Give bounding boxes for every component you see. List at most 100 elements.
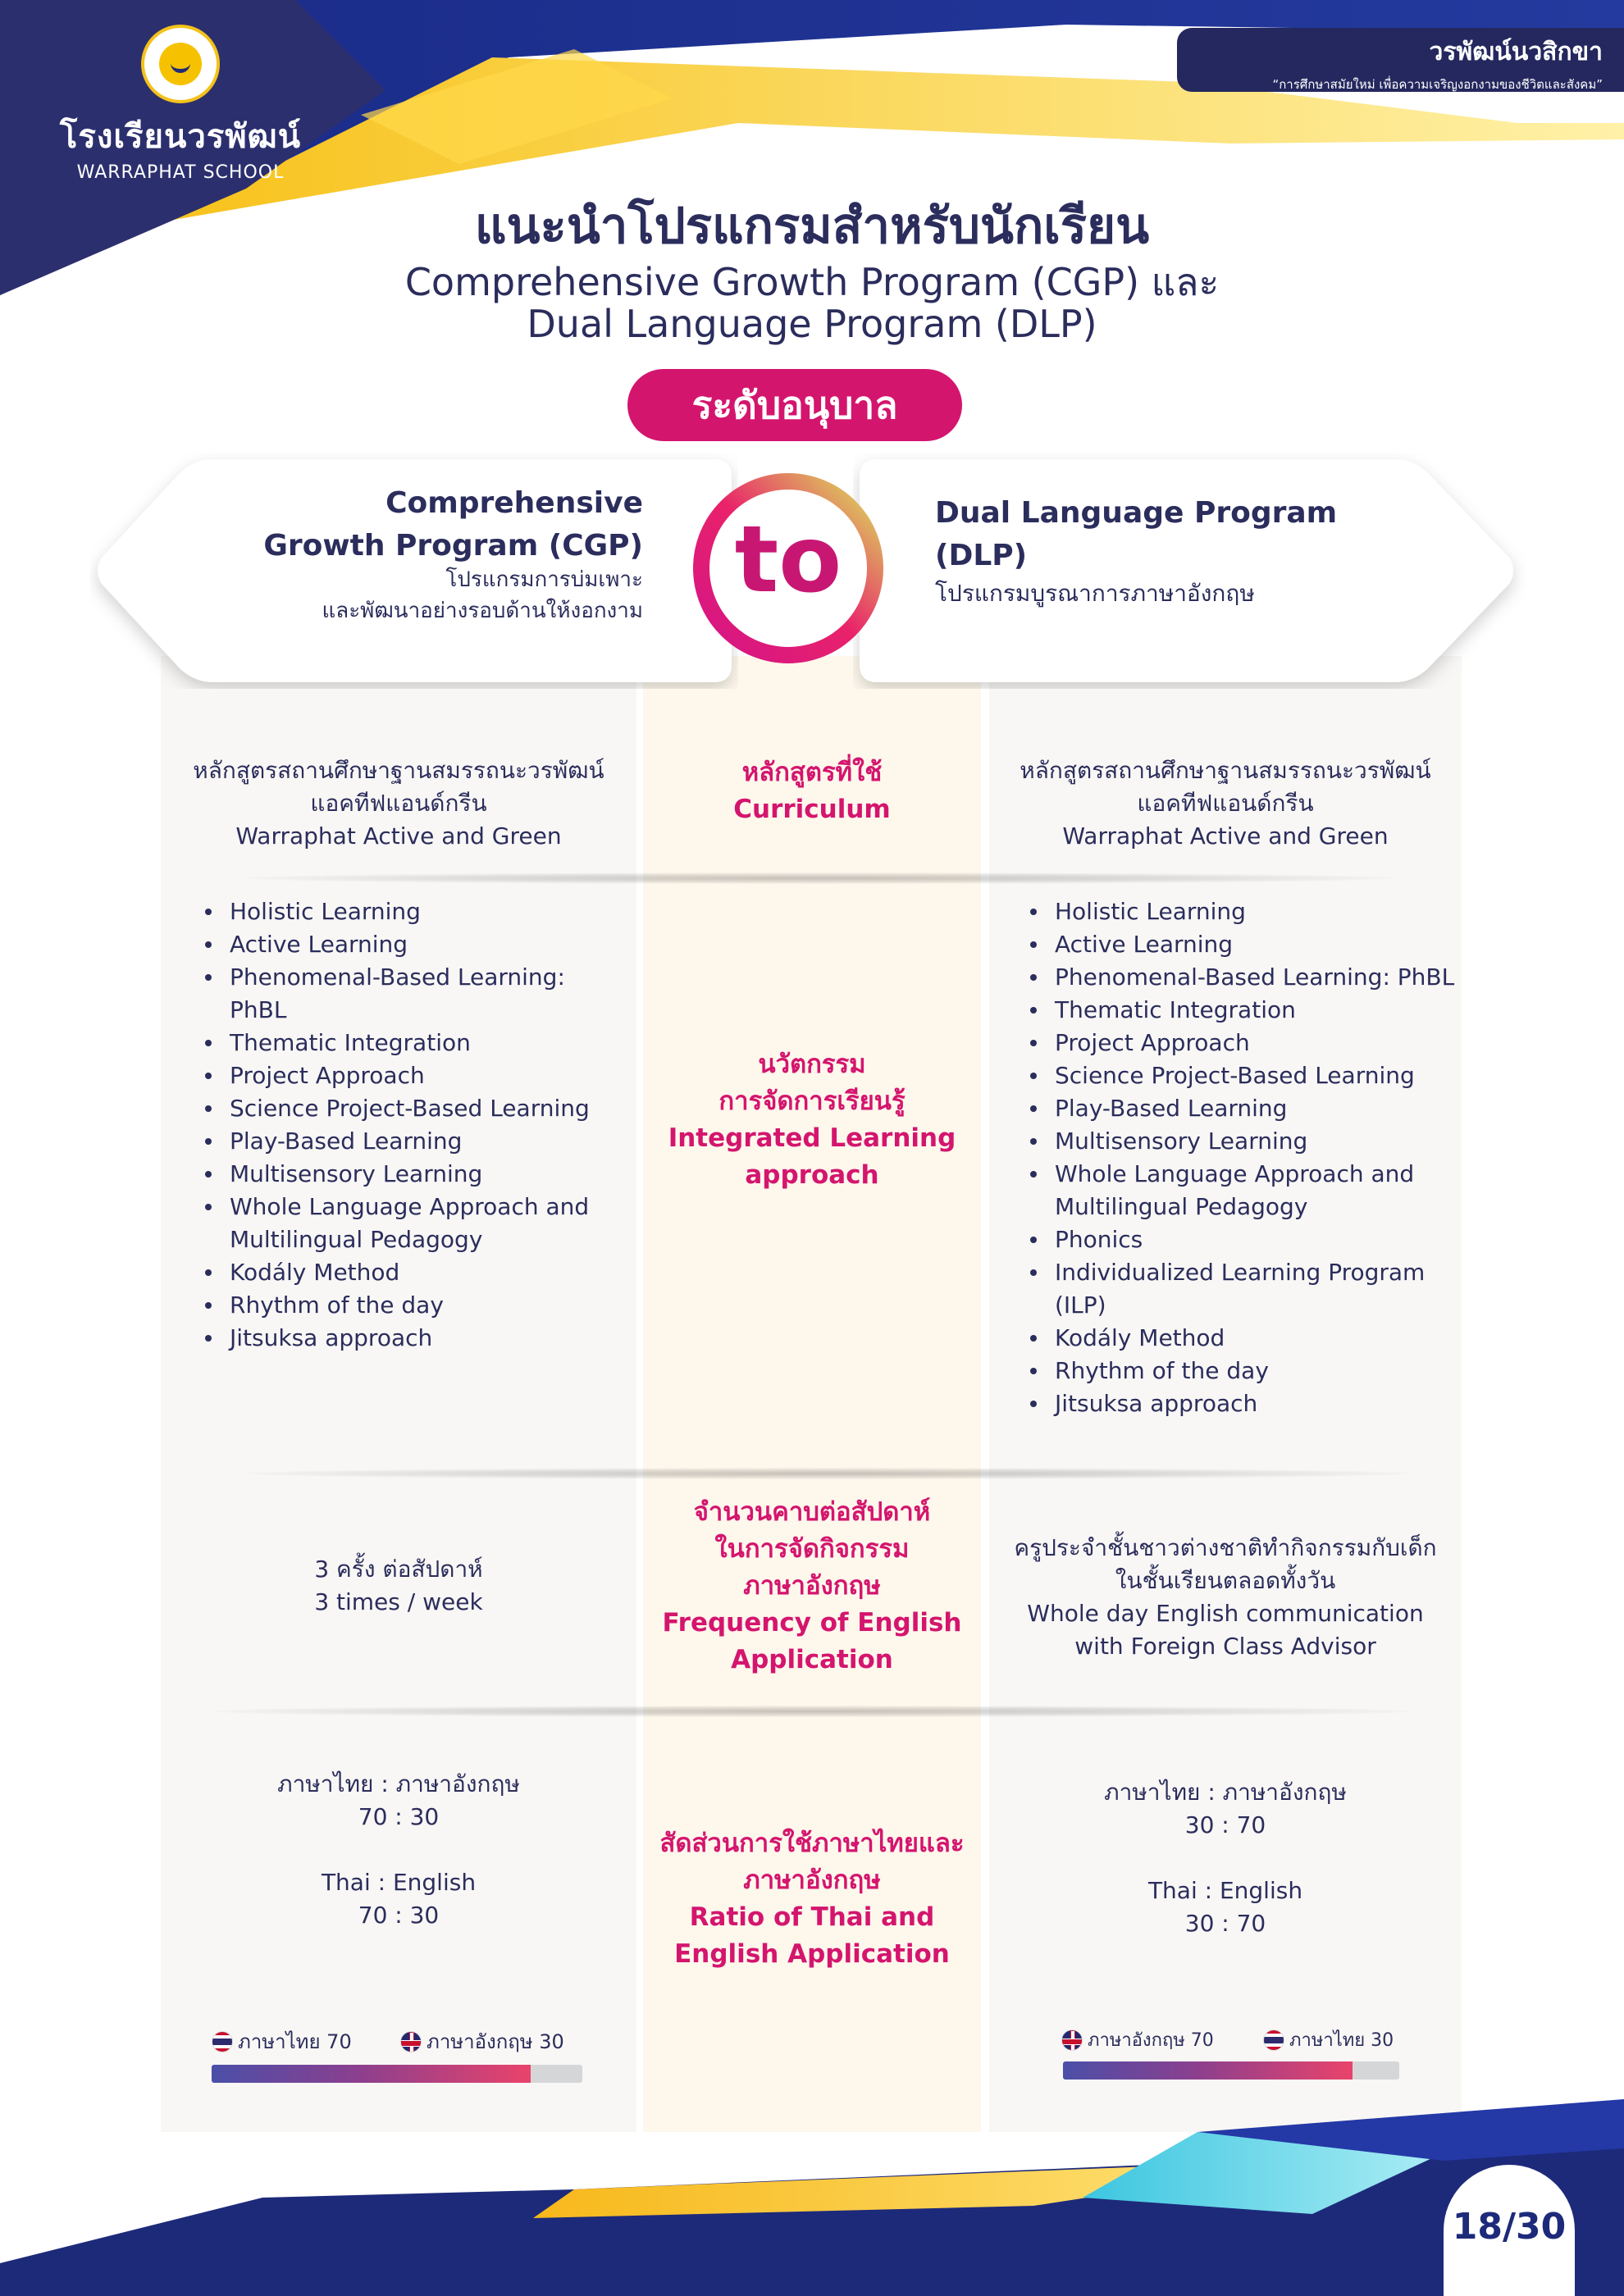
thai-flag-icon	[212, 2030, 233, 2052]
row-divider	[246, 872, 1394, 884]
uk-flag-icon	[1061, 2029, 1083, 2051]
cgp-legend-thai-text: ภาษาไทย 70	[238, 2030, 352, 2053]
ratio-label: สัดส่วนการใช้ภาษาไทยและ ภาษาอังกฤษ Ratio…	[643, 1825, 981, 1973]
connector-text: to	[734, 507, 842, 613]
list-item: Whole Language Approach and Multilingual…	[197, 1191, 623, 1256]
cgp-legend-thai: ภาษาไทย 70	[212, 2025, 352, 2057]
cgp-subtitle-line1: โปรแกรมการบ่มเพาะ	[445, 567, 643, 592]
cgp-ratio-th-label: ภาษาไทย : ภาษาอังกฤษ	[277, 1770, 520, 1797]
header-background	[0, 0, 1624, 295]
dlp-ratio-bar-fill	[1063, 2061, 1353, 2080]
list-item: Multisensory Learning	[197, 1158, 623, 1191]
innovation-label-en2: approach	[745, 1160, 879, 1190]
frequency-label-th3: ภาษาอังกฤษ	[743, 1571, 881, 1601]
page-title: แนะนำโปรแกรมสำหรับนักเรียน	[474, 198, 1150, 255]
list-item: Thematic Integration	[1022, 994, 1455, 1027]
page-subtitle-line1: Comprehensive Growth Program (CGP) และ	[404, 260, 1220, 304]
list-item: Phenomenal-Based Learning: PhBL	[197, 961, 623, 1027]
uk-flag-icon	[400, 2030, 422, 2052]
dlp-ratio-en-label: Thai : English	[1147, 1877, 1303, 1904]
list-item: Multisensory Learning	[1022, 1125, 1455, 1158]
dlp-curriculum-line2: แอคทีฟแอนด์กรีน	[1137, 790, 1314, 817]
dlp-legend-english-text: ภาษาอังกฤษ 70	[1088, 2030, 1214, 2051]
list-item: Project Approach	[197, 1059, 623, 1092]
dlp-curriculum-line3: Warraphat Active and Green	[1062, 822, 1389, 850]
school-name-thai: โรงเรียนวรพัฒน์	[59, 118, 302, 156]
list-item: Thematic Integration	[197, 1027, 623, 1059]
list-item: Rhythm of the day	[1022, 1355, 1455, 1387]
list-item: Kodály Method	[1022, 1322, 1455, 1355]
dlp-column	[989, 656, 1462, 2132]
cgp-ratio-en-label: Thai : English	[321, 1869, 477, 1896]
cgp-subtitle-line2: และพัฒนาอย่างรอบด้านให้งอกงาม	[322, 599, 643, 623]
footer-background	[0, 2099, 1624, 2296]
dlp-title-line1: Dual Language Program	[935, 496, 1338, 530]
gradient-ring-icon	[693, 473, 883, 663]
list-item: Science Project-Based Learning	[197, 1092, 623, 1125]
frequency-label-en1: Frequency of English	[662, 1608, 962, 1638]
curriculum-label-en: Curriculum	[733, 795, 891, 824]
ratio-label-en1: Ratio of Thai and	[689, 1902, 935, 1932]
frequency-label: จำนวนคาบต่อสัปดาห์ ในการจัดกิจกรรม ภาษาอ…	[643, 1494, 981, 1679]
dlp-legend-english: ภาษาอังกฤษ 70	[1061, 2025, 1214, 2054]
list-item: Individualized Learning Program (ILP)	[1022, 1256, 1455, 1322]
dlp-ratio-th-label: ภาษาไทย : ภาษาอังกฤษ	[1104, 1779, 1347, 1806]
dlp-header-card: Dual Language Program (DLP) โปรแกรมบูรณา…	[853, 453, 1526, 689]
list-item: Kodály Method	[197, 1256, 623, 1289]
list-item: Project Approach	[1022, 1027, 1455, 1059]
list-item: Jitsuksa approach	[197, 1322, 623, 1355]
dlp-curriculum: หลักสูตรสถานศึกษาฐานสมรรถนะวรพัฒน์ แอคที…	[989, 754, 1462, 853]
list-item: Whole Language Approach and Multilingual…	[1022, 1158, 1455, 1223]
cgp-frequency: 3 ครั้ง ต่อสัปดาห์ 3 times / week	[161, 1553, 636, 1619]
list-item: Rhythm of the day	[197, 1289, 623, 1322]
list-item: Active Learning	[197, 928, 623, 961]
dlp-legend-thai-text: ภาษาไทย 30	[1289, 2030, 1394, 2051]
thai-flag-icon	[1263, 2029, 1284, 2051]
dlp-legend-thai: ภาษาไทย 30	[1263, 2025, 1394, 2054]
dlp-curriculum-line1: หลักสูตรสถานศึกษาฐานสมรรถนะวรพัฒน์	[1020, 757, 1431, 784]
cgp-title-line1: Comprehensive	[385, 486, 643, 520]
cgp-legend-english: ภาษาอังกฤษ 30	[400, 2025, 564, 2057]
cgp-ratio: ภาษาไทย : ภาษาอังกฤษ 70 : 30 Thai : Engl…	[161, 1768, 636, 1932]
school-logo: โรงเรียนวรพัฒน์ WARRAPHAT SCHOOL	[57, 25, 303, 183]
dlp-frequency: ครูประจำชั้นชาวต่างชาติทำกิจกรรมกับเด็ก …	[989, 1532, 1462, 1663]
list-item: Holistic Learning	[1022, 895, 1455, 928]
dlp-subtitle: โปรแกรมบูรณาการภาษาอังกฤษ	[935, 580, 1255, 607]
list-item: Play-Based Learning	[1022, 1092, 1455, 1125]
list-item: Active Learning	[1022, 928, 1455, 961]
school-emblem-icon	[141, 25, 220, 103]
dlp-ratio-th-value: 30 : 70	[1184, 1811, 1266, 1838]
topic-column	[643, 656, 981, 2132]
innovation-label-en1: Integrated Learning	[668, 1123, 956, 1153]
cgp-curriculum-line3: Warraphat Active and Green	[235, 822, 562, 850]
cgp-curriculum-line1: หลักสูตรสถานศึกษาฐานสมรรถนะวรพัฒน์	[193, 757, 604, 784]
frequency-label-th2: ในการจัดกิจกรรม	[714, 1534, 910, 1564]
header-banner: วรพัฒน์นวสิกขา “การศึกษาสมัยใหม่ เพื่อคว…	[1177, 28, 1624, 92]
list-item: Play-Based Learning	[197, 1125, 623, 1158]
dlp-ratio-bar	[1063, 2061, 1399, 2080]
list-item: Phonics	[1022, 1223, 1455, 1256]
banner-tagline: “การศึกษาสมัยใหม่ เพื่อความเจริญงอกงามขอ…	[1272, 77, 1603, 92]
cgp-curriculum-line2: แอคทีฟแอนด์กรีน	[310, 790, 487, 817]
frequency-label-en2: Application	[731, 1645, 893, 1674]
level-badge: ระดับอนุบาล	[627, 369, 962, 441]
innovation-label: นวัตกรรม การจัดการเรียนรู้ Integrated Le…	[643, 1046, 981, 1194]
to-connector: to	[686, 453, 891, 683]
frequency-label-th1: จำนวนคาบต่อสัปดาห์	[693, 1497, 931, 1527]
banner-title: วรพัฒน์นวสิกขา	[1429, 38, 1603, 66]
cgp-frequency-th: 3 ครั้ง ต่อสัปดาห์	[314, 1556, 483, 1583]
ratio-label-th1: สัดส่วนการใช้ภาษาไทยและ	[659, 1829, 965, 1858]
cgp-ratio-th-value: 70 : 30	[358, 1803, 440, 1830]
cgp-frequency-en: 3 times / week	[314, 1588, 483, 1615]
cgp-ratio-bar	[212, 2065, 582, 2083]
cgp-ratio-en-value: 70 : 30	[358, 1902, 440, 1929]
dlp-frequency-line3: Whole day English communication	[1027, 1600, 1424, 1627]
dlp-frequency-line1: ครูประจำชั้นชาวต่างชาติทำกิจกรรมกับเด็ก	[1014, 1534, 1437, 1561]
cgp-legend-english-text: ภาษาอังกฤษ 30	[427, 2030, 564, 2053]
page-subtitle-line2: Dual Language Program (DLP)	[527, 302, 1097, 346]
list-item: Phenomenal-Based Learning: PhBL	[1022, 961, 1455, 994]
curriculum-label: หลักสูตรที่ใช้ Curriculum	[643, 754, 981, 828]
list-item: Jitsuksa approach	[1022, 1387, 1455, 1420]
